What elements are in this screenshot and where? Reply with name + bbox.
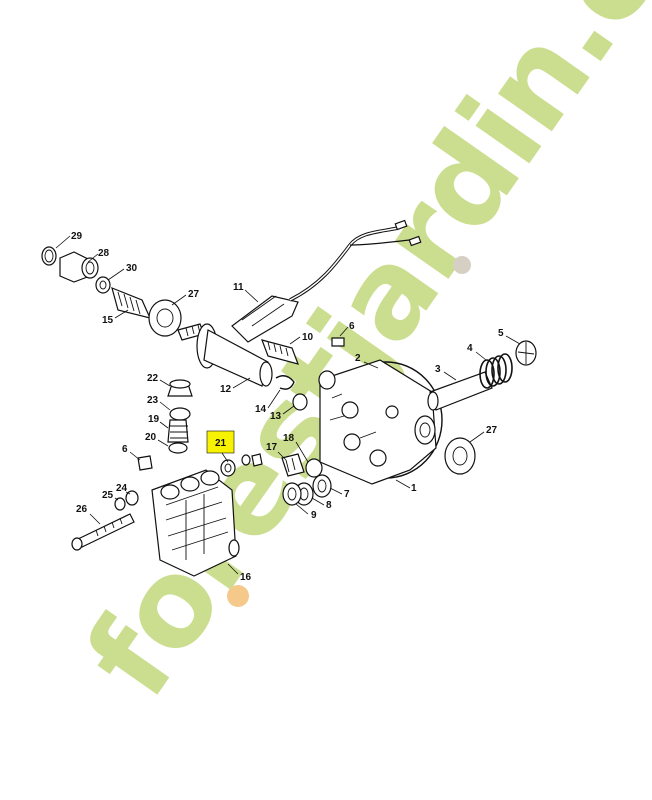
callout-8: 8	[326, 500, 332, 511]
callout-11: 11	[233, 282, 244, 293]
watermark-dot-grey	[453, 256, 471, 274]
pressure-switch-group	[231, 219, 422, 343]
callout-5: 5	[498, 328, 504, 339]
valve-17	[281, 453, 305, 477]
callout-19: 19	[148, 414, 160, 425]
washer-30	[95, 276, 111, 294]
callout-26: 26	[76, 504, 88, 515]
callout-9: 9	[311, 510, 317, 521]
cable-terminal-b	[408, 235, 422, 247]
callout-16: 16	[240, 572, 252, 583]
bolt-26	[75, 513, 135, 549]
callout-21-label: 21	[215, 438, 227, 449]
callout-18: 18	[283, 433, 295, 444]
callout-1: 1	[411, 483, 417, 494]
watermark-dot-orange	[227, 585, 249, 607]
seal-ring-27b	[444, 437, 476, 475]
callout-3: 3	[435, 364, 441, 375]
callout-20: 20	[145, 432, 157, 443]
o-ring-18	[305, 458, 323, 478]
seal-ring-27a	[148, 299, 182, 337]
o-ring-23	[169, 407, 191, 421]
plug-6a	[331, 337, 345, 347]
watermark-accents	[227, 256, 471, 607]
fitting-10	[261, 339, 299, 365]
callout-27a: 27	[188, 289, 200, 300]
seal-7	[312, 474, 332, 498]
o-ring-20	[168, 442, 188, 454]
part-21-group	[220, 453, 263, 477]
cable-terminal-a	[394, 219, 408, 231]
valve-group	[281, 453, 332, 506]
pressure-tube-group	[177, 323, 308, 411]
valve-block-group	[71, 455, 240, 577]
callout-22: 22	[147, 373, 159, 384]
seal-9	[282, 482, 302, 506]
washer-21b	[241, 454, 251, 466]
callout-7: 7	[344, 489, 350, 500]
callout-10: 10	[302, 332, 314, 343]
callout-27b: 27	[486, 425, 498, 436]
plug-group	[167, 379, 193, 454]
pump-housing-1	[319, 359, 437, 485]
pump-housing-group	[318, 337, 537, 485]
spring-4	[479, 353, 513, 389]
callout-30: 30	[126, 263, 138, 274]
callout-13: 13	[270, 411, 282, 422]
callout-6b: 6	[122, 444, 128, 455]
washer-21a	[220, 459, 236, 477]
callout-2: 2	[355, 353, 361, 364]
pressure-switch-11	[231, 295, 299, 343]
piston-3	[429, 371, 493, 411]
tube-12	[203, 329, 269, 387]
valve-19	[167, 419, 189, 443]
inlet-fitting-group	[41, 246, 182, 337]
callout-17: 17	[266, 442, 278, 453]
callout-28: 28	[98, 248, 110, 259]
callout-6a: 6	[349, 321, 355, 332]
highlight-box	[206, 430, 235, 454]
callout-15: 15	[102, 315, 114, 326]
washer-25	[114, 497, 126, 511]
callout-23: 23	[147, 395, 159, 406]
o-ring-29	[41, 246, 57, 266]
clip-14	[275, 375, 295, 390]
washer-24	[125, 490, 139, 506]
callout-14: 14	[255, 404, 267, 415]
callouts: 29 28 30 27 15 11 10 6 5 4 3 2 12 14 13 …	[55, 231, 521, 583]
spring-21	[251, 453, 263, 467]
callout-24: 24	[116, 483, 128, 494]
callout-29: 29	[71, 231, 83, 242]
callout-4: 4	[467, 343, 473, 354]
o-ring-13	[292, 393, 308, 411]
callout-25: 25	[102, 490, 114, 501]
plug-6b	[137, 455, 153, 471]
callout-12: 12	[220, 384, 232, 395]
